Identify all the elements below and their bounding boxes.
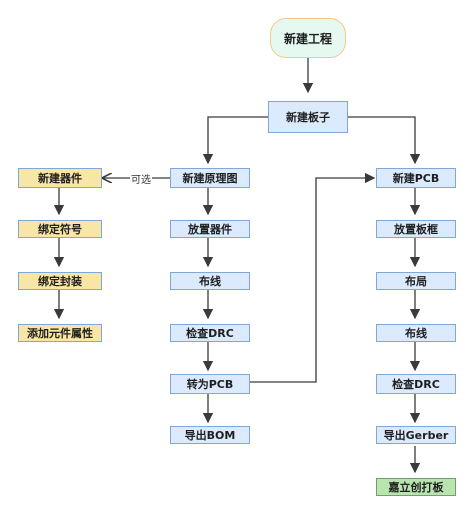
node-new-pcb[interactable]: 新建PCB	[376, 168, 456, 188]
node-layout[interactable]: 布局	[376, 272, 456, 290]
node-new-component[interactable]: 新建器件	[18, 168, 102, 188]
node-schematic-wiring[interactable]: 布线	[170, 272, 250, 290]
node-pcb-drc[interactable]: 检查DRC	[376, 374, 456, 394]
node-export-gerber[interactable]: 导出Gerber	[376, 426, 456, 444]
node-export-bom[interactable]: 导出BOM	[170, 426, 250, 444]
optional-edge-label: 可选	[130, 171, 152, 186]
node-place-parts[interactable]: 放置器件	[170, 220, 250, 238]
node-pcb-routing[interactable]: 布线	[376, 324, 456, 342]
node-new-board[interactable]: 新建板子	[268, 101, 348, 133]
node-add-attributes[interactable]: 添加元件属性	[18, 324, 102, 342]
node-place-outline[interactable]: 放置板框	[376, 220, 456, 238]
node-bind-footprint[interactable]: 绑定封装	[18, 272, 102, 290]
edge-board-schematic	[202, 116, 268, 165]
node-new-schematic[interactable]: 新建原理图	[170, 168, 250, 188]
node-convert-to-pcb[interactable]: 转为PCB	[170, 374, 250, 394]
node-new-project[interactable]: 新建工程	[270, 18, 346, 58]
node-jlc-fabrication[interactable]: 嘉立创打板	[376, 478, 456, 496]
edge-topcb-newpcb	[250, 172, 376, 383]
node-schematic-drc[interactable]: 检查DRC	[170, 324, 250, 342]
edge-board-pcb	[348, 116, 421, 165]
node-bind-symbol[interactable]: 绑定符号	[18, 220, 102, 238]
